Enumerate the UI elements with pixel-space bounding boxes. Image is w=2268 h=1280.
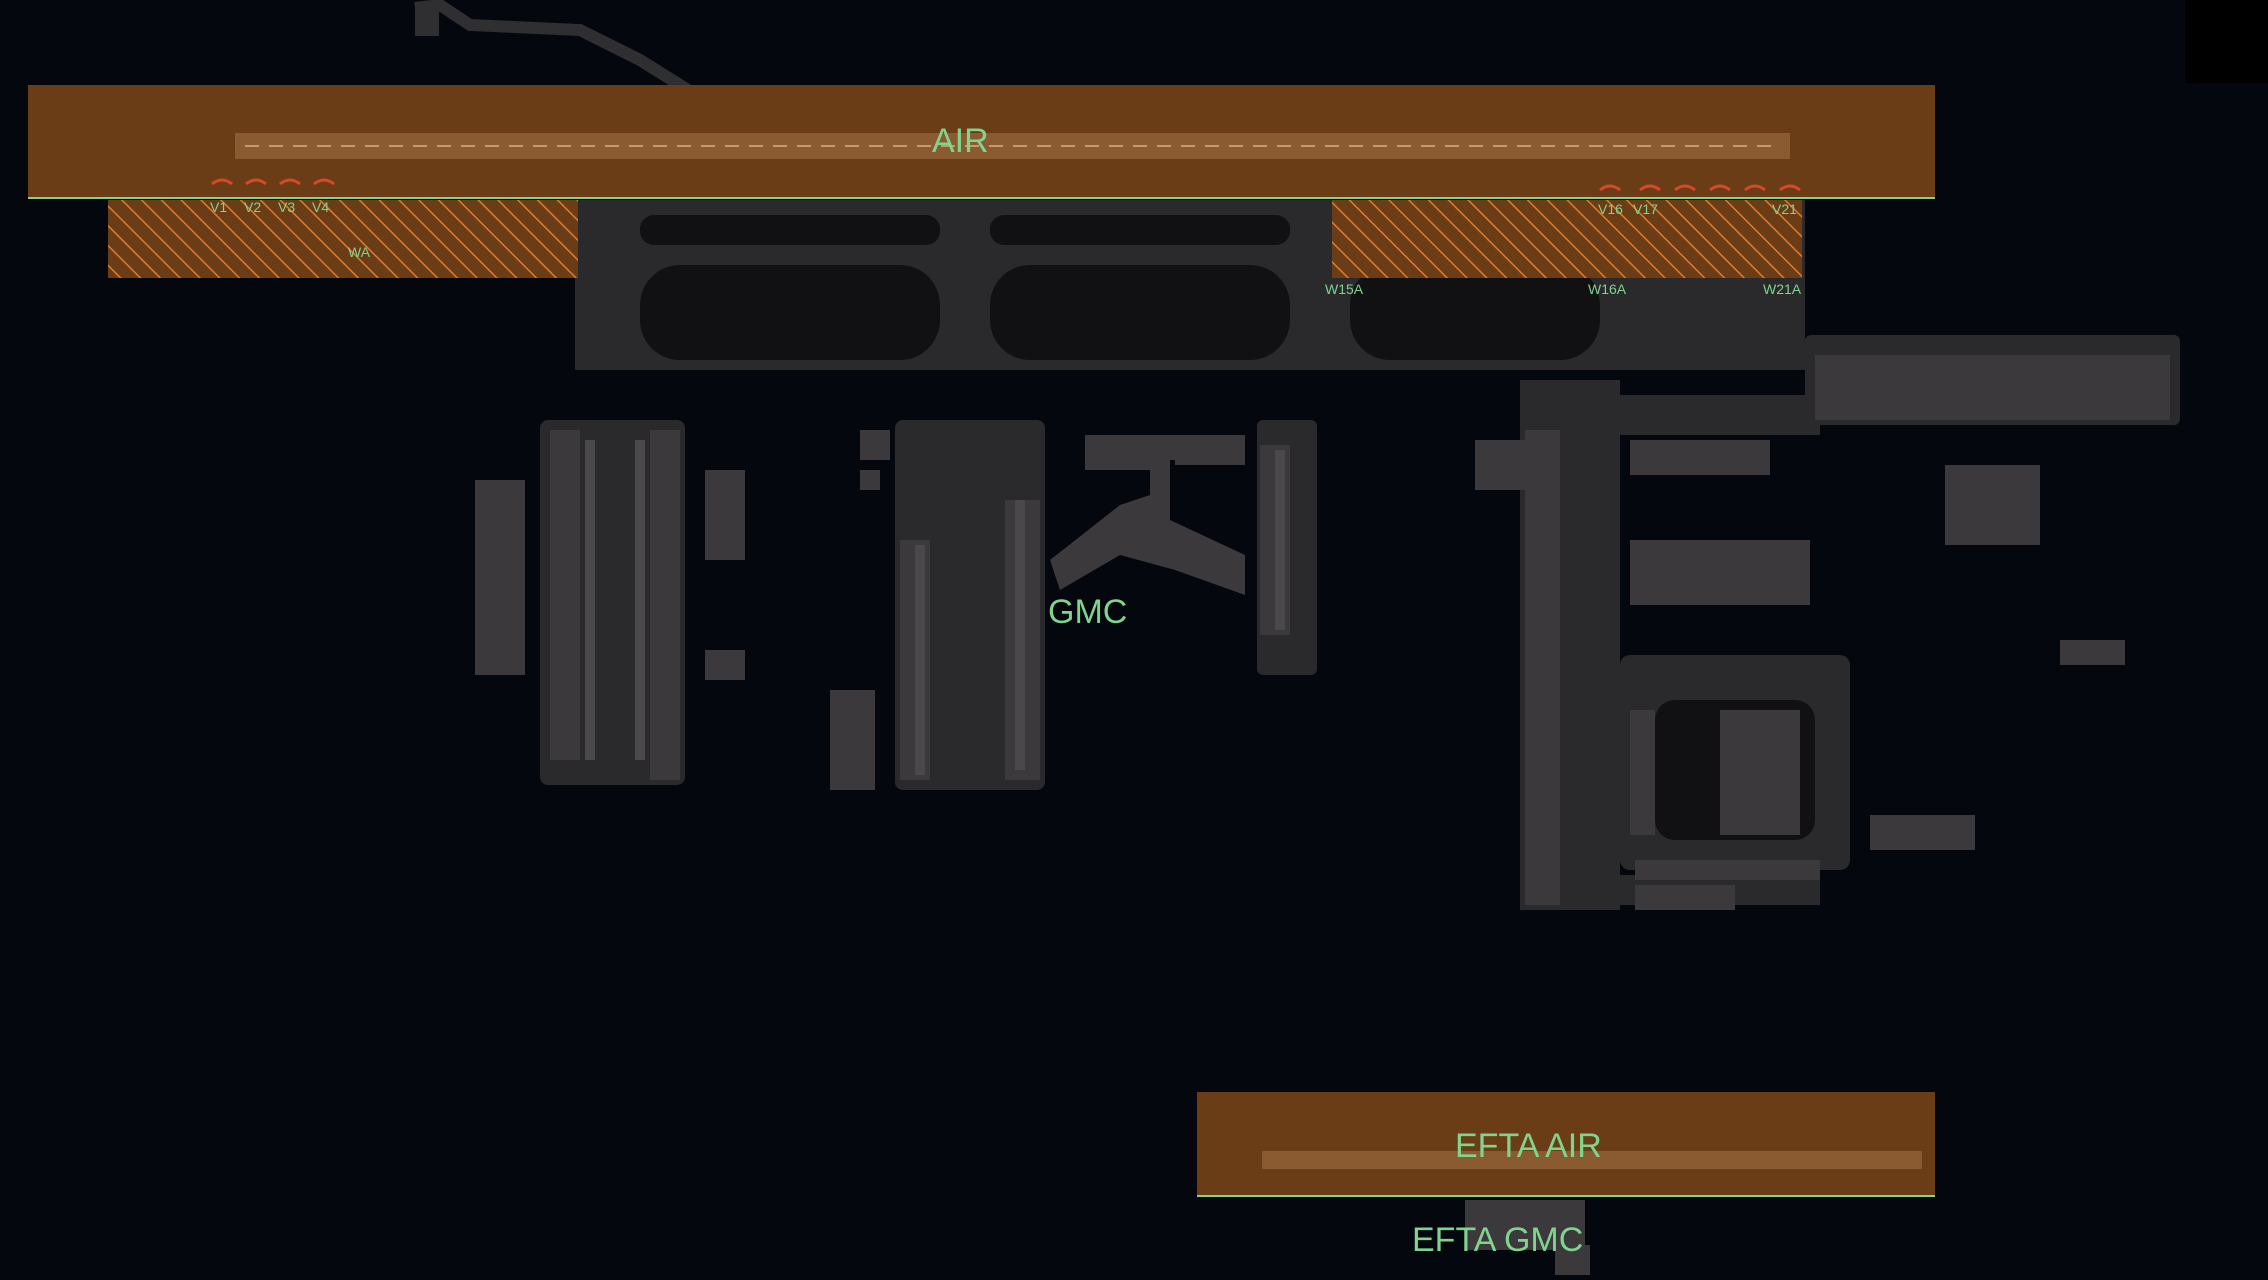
zone-label-efta-air: EFTA AIR [1455, 1127, 1602, 1165]
efta-runway-strip [1262, 1151, 1922, 1169]
holding-point-v17[interactable]: V17 [1633, 201, 1658, 217]
terminal-building [1050, 435, 1245, 595]
apron-label-wa[interactable]: WA [348, 244, 371, 260]
corner-box [2185, 0, 2268, 83]
zone-label-air: AIR [932, 122, 989, 160]
holding-point-v2[interactable]: V2 [244, 199, 261, 215]
service-road-end [415, 6, 439, 36]
service-road [414, 0, 724, 116]
holding-point-v3[interactable]: V3 [278, 199, 295, 215]
apron-label-w15a[interactable]: W15A [1325, 281, 1364, 297]
holding-point-v4[interactable]: V4 [312, 199, 329, 215]
hold-markers [211, 178, 1801, 192]
holding-point-v1[interactable]: V1 [210, 199, 227, 215]
stand-markers [585, 440, 1285, 775]
efta-building-2 [1555, 1245, 1590, 1275]
holding-point-v21[interactable]: V21 [1772, 201, 1797, 217]
efta-building [1465, 1200, 1585, 1250]
buildings [475, 355, 2170, 910]
apron-label-w21a[interactable]: W21A [1763, 281, 1802, 297]
zone-label-efta-gmc: EFTA GMC [1412, 1221, 1583, 1259]
holding-area-west [108, 200, 578, 278]
efta-runway-zone [1197, 1092, 1935, 1196]
holding-point-v16[interactable]: V16 [1598, 201, 1623, 217]
apron-label-w16a[interactable]: W16A [1588, 281, 1627, 297]
zone-label-gmc: GMC [1048, 593, 1127, 631]
holding-area-east [1332, 200, 1802, 278]
